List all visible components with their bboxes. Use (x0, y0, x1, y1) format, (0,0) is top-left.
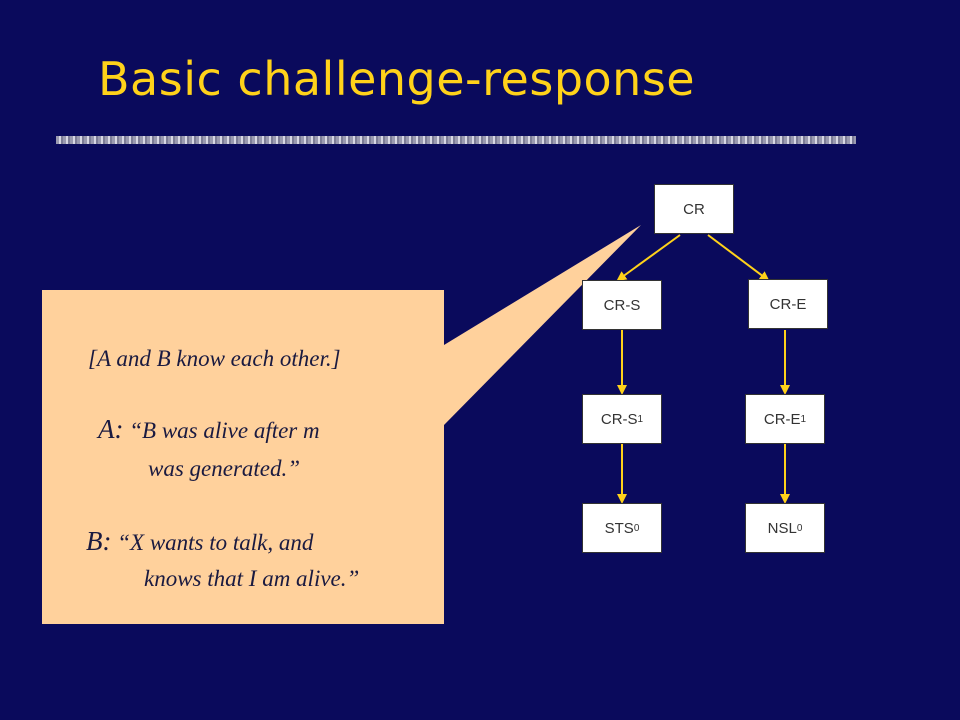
node-cr-e1-subscript: 1 (800, 413, 807, 425)
callout-a-quote1: “B was alive after m (129, 418, 320, 443)
node-cr: CR (654, 184, 734, 234)
node-cr-s1-subscript: 1 (637, 413, 644, 425)
node-nsl0-label: NSL (767, 519, 797, 537)
node-cr-s1-label: CR-S (600, 410, 638, 428)
node-cr-s: CR-S (582, 280, 662, 330)
arrow-cr-to-crs (616, 234, 681, 282)
callout-a-line2: was generated.” (148, 456, 301, 481)
node-sts0-label: STS (604, 519, 634, 537)
node-cr-s-label: CR-S (603, 296, 641, 314)
node-sts0-subscript: 0 (633, 522, 640, 534)
callout-a-line1: A: “B was alive after m (98, 414, 320, 445)
callout-b-quote1: “X wants to talk, and (117, 530, 314, 555)
arrow-cr-to-cre (707, 234, 770, 282)
slide-title: Basic challenge-response (98, 52, 696, 106)
speech-callout: [A and B know each other.] A: “B was ali… (42, 290, 444, 624)
node-cr-e-label: CR-E (769, 295, 807, 313)
title-divider (56, 136, 856, 144)
callout-b-speaker: B: (86, 526, 112, 556)
callout-b-line1: B: “X wants to talk, and (86, 526, 313, 557)
node-cr-label: CR (683, 200, 705, 218)
node-nsl0-subscript: 0 (796, 522, 803, 534)
callout-b-line2: knows that I am alive.” (144, 566, 360, 591)
node-cr-e: CR-E (748, 279, 828, 329)
callout-a-speaker: A: (98, 414, 124, 444)
callout-tail (444, 225, 641, 425)
callout-assumption: [A and B know each other.] (88, 346, 341, 371)
node-cr-e1-label: CR-E (763, 410, 801, 428)
